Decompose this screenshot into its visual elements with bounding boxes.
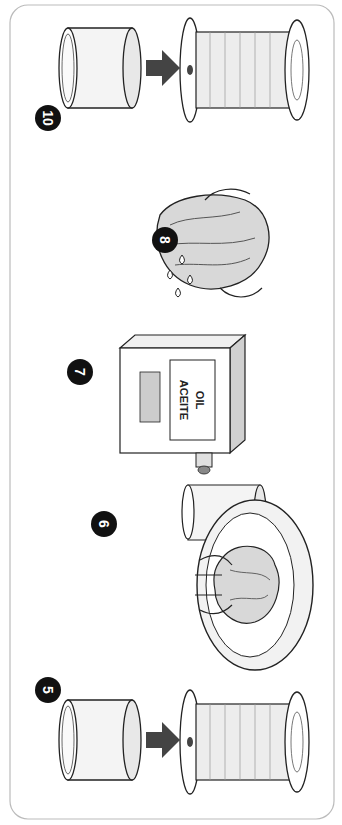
callout-text: 7	[72, 368, 88, 376]
callout-text: 10	[40, 110, 56, 126]
callout-number: 7	[67, 359, 93, 385]
callout-text: 6	[96, 520, 112, 528]
callout-text: 8	[157, 236, 173, 244]
callout-number: 8	[152, 227, 178, 253]
bottle-label: OIL	[194, 391, 206, 409]
callout-number: 5	[35, 677, 61, 703]
callout-text: 5	[40, 686, 56, 694]
callout-number: 6	[91, 511, 117, 537]
callout-number: 10	[35, 105, 61, 131]
bottle-label: ACEITE	[178, 380, 190, 420]
